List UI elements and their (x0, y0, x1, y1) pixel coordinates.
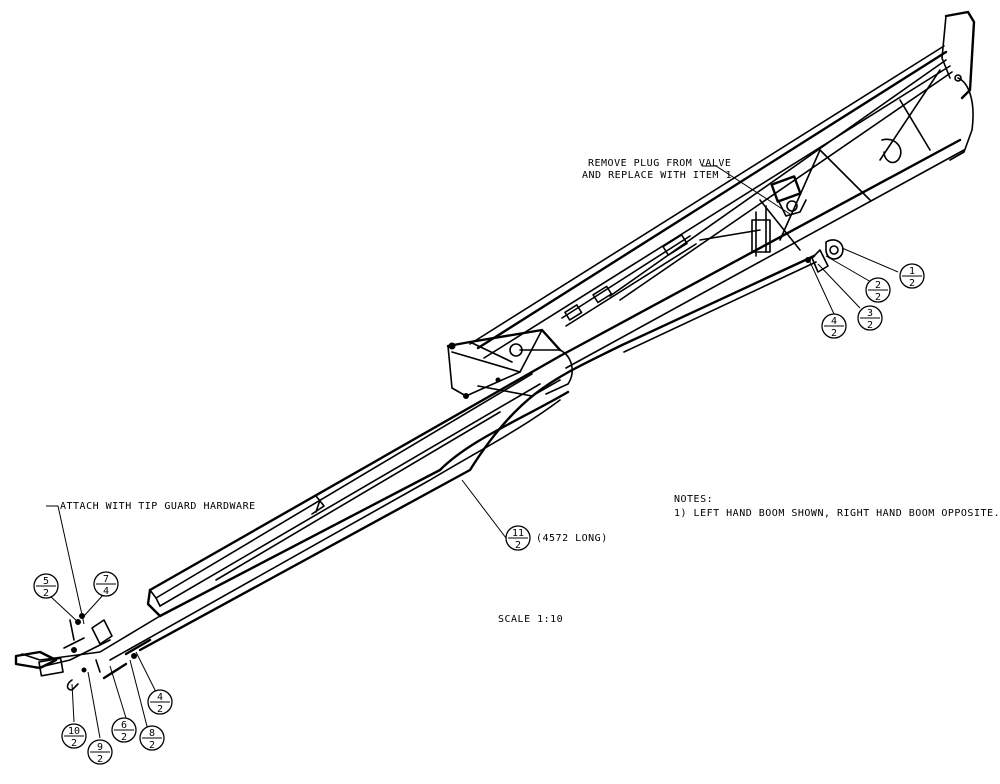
notes-item-1: 1) LEFT HAND BOOM SHOWN, RIGHT HAND BOOM… (674, 508, 1000, 519)
balloon-item-number: 4 (831, 316, 837, 327)
balloon-item-10: 10 2 (61, 723, 87, 749)
balloon-item-number: 3 (867, 308, 873, 319)
balloon-item-number: 2 (875, 280, 881, 291)
balloon-item-number: 10 (68, 726, 80, 737)
balloon-item-qty: 2 (149, 740, 155, 751)
remove-plug-callout-line1: REMOVE PLUG FROM VALVE (588, 158, 731, 169)
balloon-item-qty: 4 (103, 586, 109, 597)
scale-label: SCALE 1:10 (498, 614, 563, 625)
balloon-item-qty: 2 (515, 540, 521, 551)
balloon-item-11: 11 2 (505, 525, 531, 551)
balloon-item-8: 8 2 (139, 725, 165, 751)
balloon-item-number: 7 (103, 574, 109, 585)
balloon-item-7: 7 4 (93, 571, 119, 597)
balloon-item-number: 8 (149, 728, 155, 739)
balloon-item-qty: 2 (121, 732, 127, 743)
balloon-item-qty: 2 (867, 320, 873, 331)
balloon-item-9: 9 2 (87, 739, 113, 765)
leader-lines (46, 165, 899, 739)
balloon-item-3: 3 2 (857, 305, 883, 331)
balloon-item-1: 1 2 (899, 263, 925, 289)
balloon-item-qty: 2 (157, 704, 163, 715)
attach-tip-guard-callout: ATTACH WITH TIP GUARD HARDWARE (60, 501, 256, 512)
balloon-item-4-right: 4 2 (821, 313, 847, 339)
hose-item-11 (138, 254, 817, 652)
balloon-item-5: 5 2 (33, 573, 59, 599)
hose-length-label: (4572 LONG) (536, 533, 608, 544)
balloon-item-number: 4 (157, 692, 163, 703)
balloon-item-number: 1 (909, 266, 915, 277)
balloon-item-qty: 2 (71, 738, 77, 749)
balloon-item-qty: 2 (97, 754, 103, 765)
balloon-item-qty: 2 (875, 292, 881, 303)
remove-plug-callout-line2: AND REPLACE WITH ITEM 1 (582, 170, 732, 181)
boom-frame (14, 10, 976, 691)
balloon-item-2: 2 2 (865, 277, 891, 303)
balloon-item-qty: 2 (831, 328, 837, 339)
valve (770, 175, 807, 217)
balloon-item-qty: 2 (909, 278, 915, 289)
balloon-item-qty: 2 (43, 588, 49, 599)
balloon-item-number: 9 (97, 742, 103, 753)
balloon-item-number: 6 (121, 720, 127, 731)
balloon-item-6: 6 2 (111, 717, 137, 743)
right-fittings (805, 239, 844, 273)
balloon-item-number: 11 (512, 528, 524, 539)
notes-heading: NOTES: (674, 494, 713, 505)
balloon-item-number: 5 (43, 576, 49, 587)
balloon-item-4-left: 4 2 (147, 689, 173, 715)
